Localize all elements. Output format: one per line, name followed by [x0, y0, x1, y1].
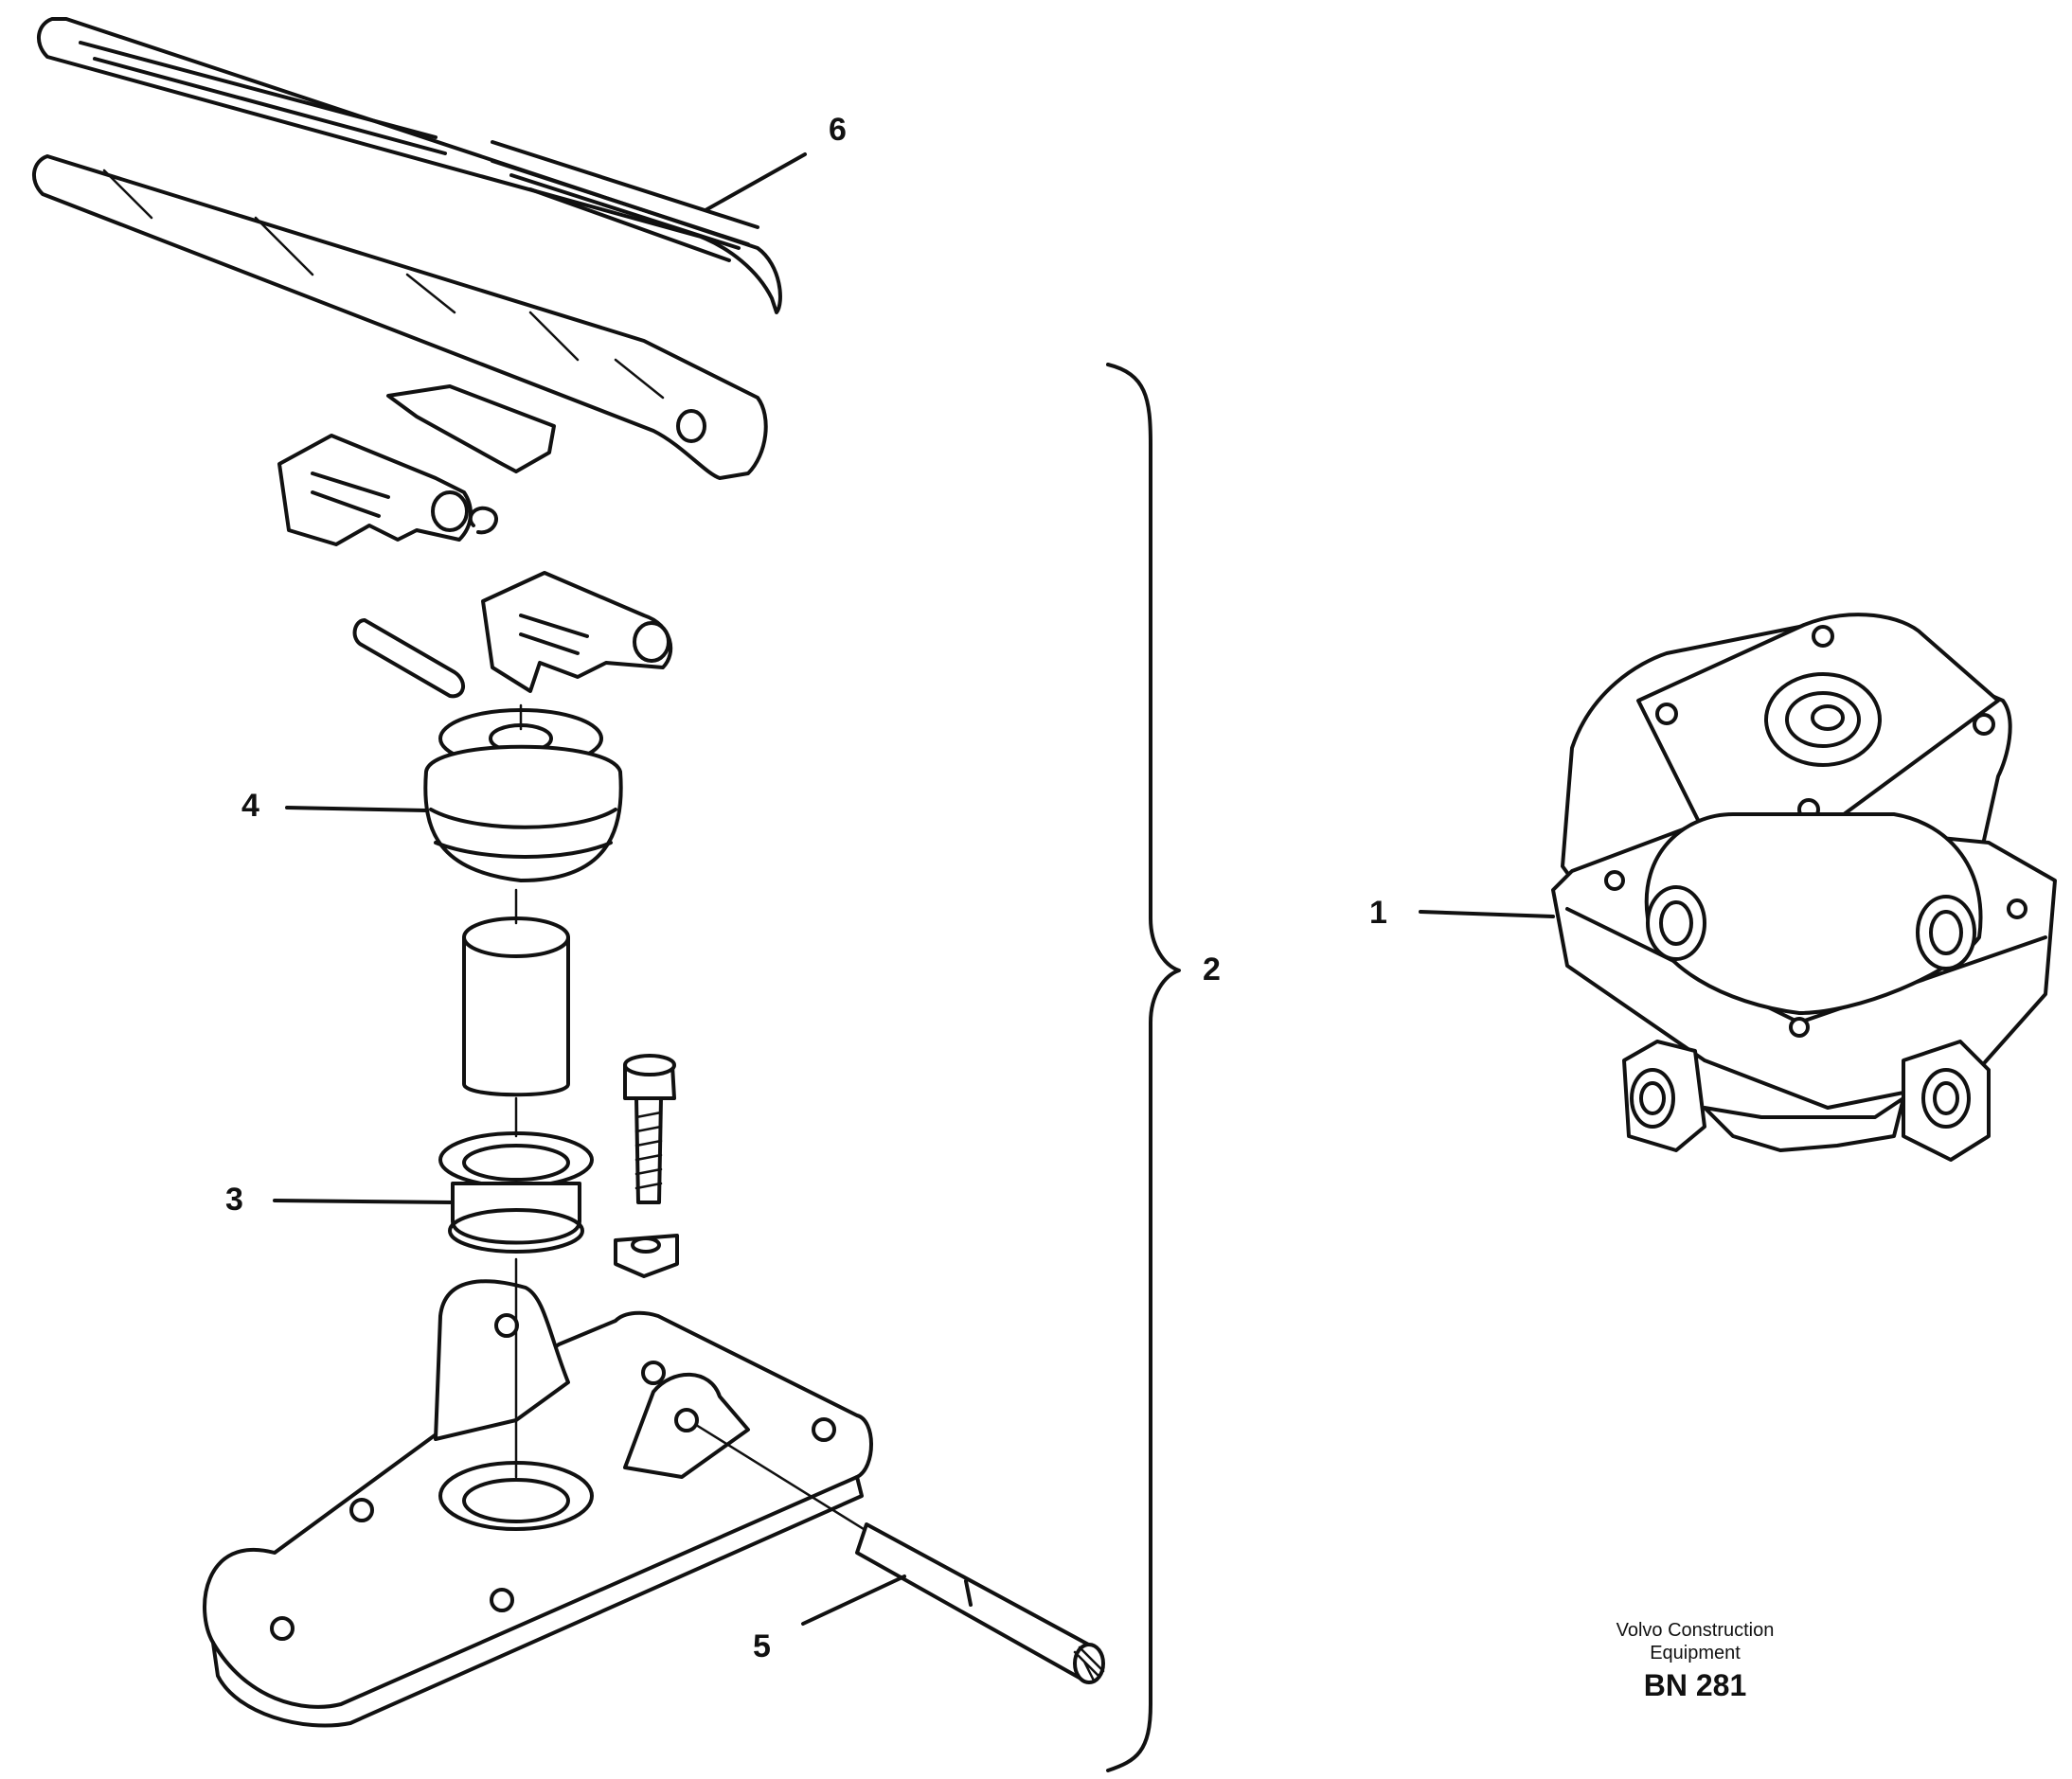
callout-5: 5 [753, 1628, 771, 1664]
pedal-plate-part [37, 17, 782, 314]
credit-block: Volvo Construction Equipment BN 281 [1563, 1619, 1828, 1706]
pin-part [352, 618, 465, 699]
hinge-block-left [277, 434, 498, 546]
leader-1 [1419, 910, 1555, 918]
rubber-boot-part [423, 703, 623, 882]
base-plate-part [203, 1257, 873, 1728]
leader-5 [801, 1574, 906, 1626]
callout-4: 4 [241, 788, 259, 824]
sleeve-part [438, 1096, 594, 1254]
callout-6: 6 [829, 112, 847, 148]
callout-2: 2 [1203, 952, 1221, 987]
leader-3 [273, 1199, 455, 1204]
pedal-lever-part [32, 154, 768, 480]
drawing-code: BN 281 [1643, 1668, 1747, 1702]
callout-3: 3 [225, 1182, 243, 1218]
brake-valve-icon [1551, 613, 2057, 1162]
pad-part [386, 384, 556, 473]
group-brace [1106, 363, 1181, 1772]
hinge-block-right [481, 571, 673, 693]
nut-part [614, 1234, 679, 1278]
bolt-part [623, 1054, 676, 1204]
credit-company: Volvo Construction [1616, 1620, 1775, 1641]
rod-part [694, 1423, 1105, 1684]
callout-1: 1 [1369, 895, 1387, 931]
leader-4 [285, 806, 428, 812]
leader-6 [704, 152, 807, 212]
credit-company-sub: Equipment [1650, 1643, 1741, 1663]
bushing-part [462, 888, 570, 1097]
